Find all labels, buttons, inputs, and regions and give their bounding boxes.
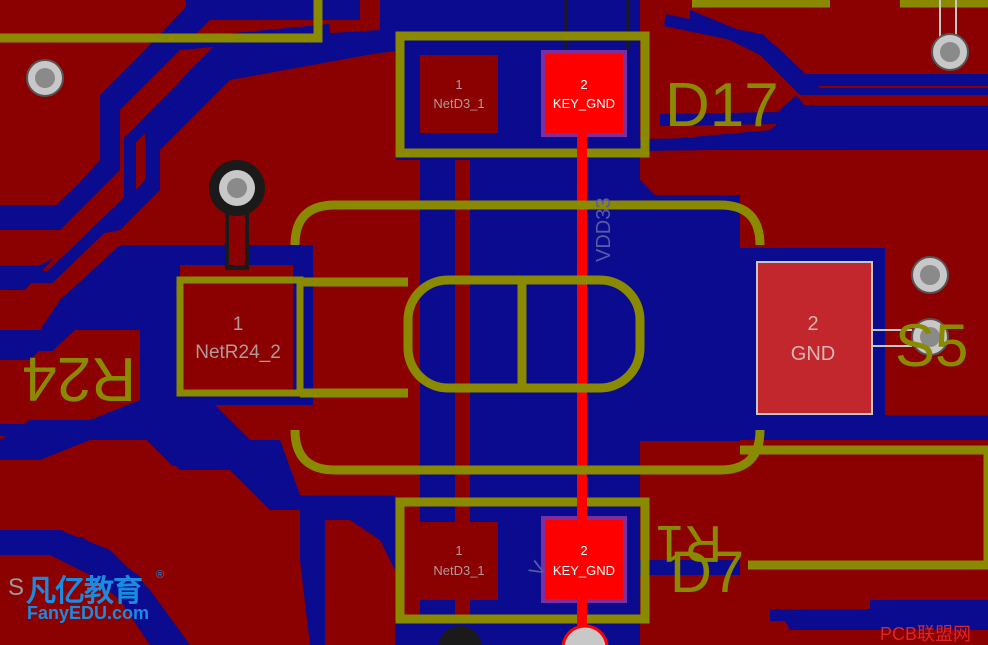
via-hole-icon [920, 327, 940, 347]
pcb-union-watermark: PCB联盟网 [880, 624, 972, 644]
key-gnd-trace-lower[interactable] [577, 598, 587, 645]
d17-pad-2-net: KEY_GND [553, 96, 615, 111]
s-designator-partial: S [8, 574, 24, 601]
r1-designator: R1 [656, 514, 722, 572]
fanyi-logo-en: FanyEDU.com [27, 603, 150, 623]
via-icon [438, 626, 482, 645]
r1-silkscreen [740, 445, 988, 570]
d7-pad-1-number: 1 [455, 543, 462, 558]
s5-pad-2-net: GND [791, 343, 835, 365]
switch-outline-top [290, 200, 765, 246]
d17-pad-1-net: NetD3_1 [433, 96, 484, 111]
r24-pad-1-net: NetR24_2 [195, 342, 281, 363]
d7-designator: D7 [670, 540, 744, 605]
s5-pad-2[interactable] [756, 261, 873, 415]
d7-pad-2-number: 2 [580, 543, 587, 558]
d7-pad-2-net: KEY_GND [553, 563, 615, 578]
d17-pad-1[interactable] [420, 55, 498, 133]
d7-silkscreen [395, 497, 650, 624]
r24-silkscreen [176, 276, 304, 397]
via-icon [561, 624, 609, 645]
top-silk-lines [0, 0, 988, 43]
d7-pad-2[interactable] [545, 520, 623, 599]
key-gnd-trace-selected[interactable] [577, 133, 587, 521]
d17-silkscreen [395, 31, 650, 158]
registered-mark: ® [156, 569, 165, 581]
s5-pad-2-number: 2 [807, 313, 818, 335]
via-hole-icon [227, 178, 247, 198]
d7-pad-1-net: NetD3_1 [433, 563, 484, 578]
via-hole-icon [920, 265, 940, 285]
d17-designator: D17 [665, 71, 779, 140]
fanyi-logo-cn: 凡亿教育 [26, 575, 143, 608]
r24-pad-1[interactable] [180, 265, 293, 390]
d17-pad-2[interactable] [545, 54, 623, 133]
d7-pad-1[interactable] [420, 522, 498, 600]
via-hole-icon [940, 42, 960, 62]
d17-pad-1-number: 1 [455, 77, 462, 92]
bottom-traces [0, 14, 988, 645]
vdd33-net-label: VDD33 [593, 198, 615, 262]
vias [26, 33, 969, 645]
r24-designator: R24 [22, 344, 136, 413]
s5-designator: S5 [895, 312, 968, 379]
d17-pad-2-number: 2 [580, 77, 587, 92]
r24-pad-1-number: 1 [233, 314, 244, 335]
via-hole-icon [35, 68, 55, 88]
